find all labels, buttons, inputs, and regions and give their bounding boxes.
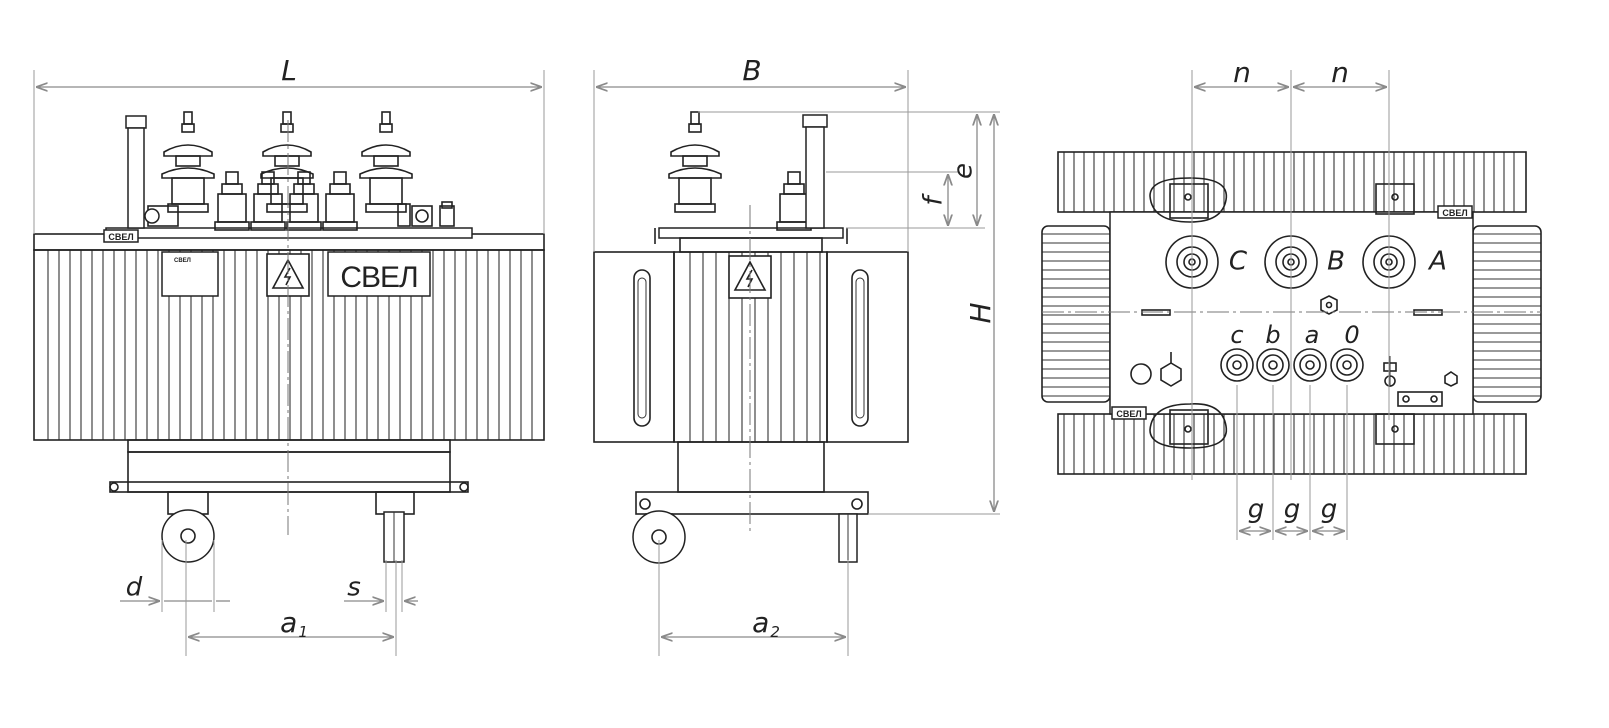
front-hv-bushing-2 [260, 111, 314, 213]
front-hv-bushing-1 [161, 111, 215, 213]
dim-label-g-2: g [1284, 495, 1301, 525]
hv-label-A: A [1427, 247, 1447, 277]
dim-label-n-2: n [1331, 56, 1349, 89]
side-hv-bushing [668, 111, 722, 213]
side-wheel-right [838, 513, 858, 563]
top-radiator-fins [1042, 152, 1541, 474]
dim-label-a1-main: a [280, 606, 297, 639]
side-base-beam [635, 491, 869, 515]
front-hv-bushing-3 [359, 111, 413, 213]
top-logo-left: СВЕЛ [1116, 409, 1141, 419]
hv-label-C: C [1229, 247, 1248, 277]
front-logo-text: СВЕЛ [340, 261, 417, 294]
dim-label-a1: a1 [280, 606, 308, 641]
lv-terminal-a [1293, 348, 1327, 382]
dim-label-B: B [742, 54, 761, 87]
dim-label-g-3: g [1321, 495, 1338, 525]
dim-label-H: H [964, 302, 997, 323]
front-lv-bushing-1 [214, 171, 250, 231]
dim-label-L: L [281, 54, 297, 87]
lv-terminal-b [1256, 348, 1290, 382]
lv-terminal-0 [1330, 348, 1364, 382]
front-conservator-pipe-cap [125, 115, 147, 129]
top-view: СВЕЛ СВЕЛ C B A c b a 0 [1041, 70, 1542, 540]
front-view: СВЕЛ СВЕЛ СВЕЛ [33, 111, 545, 563]
front-lv-bushing-2 [250, 171, 286, 231]
dim-label-f: f [919, 193, 949, 206]
front-wheel-right [375, 491, 415, 563]
lv-label-b: b [1265, 321, 1280, 349]
front-conservator-pipe [127, 127, 145, 229]
dim-label-s: s [347, 573, 361, 603]
front-logo-plate [327, 251, 431, 297]
top-logo-right: СВЕЛ [1442, 208, 1467, 218]
hv-label-B: B [1327, 247, 1345, 277]
dim-label-n-1: n [1233, 56, 1251, 89]
lv-terminal-c [1220, 348, 1254, 382]
dim-label-d: d [126, 573, 143, 603]
lv-label-0: 0 [1344, 321, 1359, 349]
dim-label-a2-main: a [752, 606, 769, 639]
front-lid-logo: СВЕЛ [108, 232, 133, 242]
dim-label-a1-sub: 1 [298, 623, 308, 641]
side-pipe-cap [802, 114, 828, 128]
front-base-beam [109, 481, 469, 493]
dim-label-e: e [949, 163, 979, 179]
dim-label-g-1: g [1248, 495, 1265, 525]
front-lv-bushing-3 [286, 171, 322, 231]
nameplate-logo: СВЕЛ [174, 258, 191, 264]
side-base [677, 441, 825, 493]
lv-label-a: a [1305, 321, 1320, 349]
dimensions: L d s a1 B a2 H e f [33, 54, 1387, 656]
front-tank-bottom [127, 439, 451, 453]
front-nameplate [161, 251, 219, 297]
dim-label-a2-sub: 2 [770, 623, 780, 641]
front-wheel-left [161, 491, 215, 563]
lv-label-c: c [1230, 321, 1243, 349]
front-lv-bushing-4 [322, 171, 358, 231]
front-base-frame [127, 451, 451, 493]
dim-label-a2: a2 [752, 606, 780, 641]
thermometer-pocket [1130, 363, 1152, 385]
side-cover [658, 227, 844, 239]
side-pipe [805, 126, 825, 229]
side-view [593, 111, 909, 564]
